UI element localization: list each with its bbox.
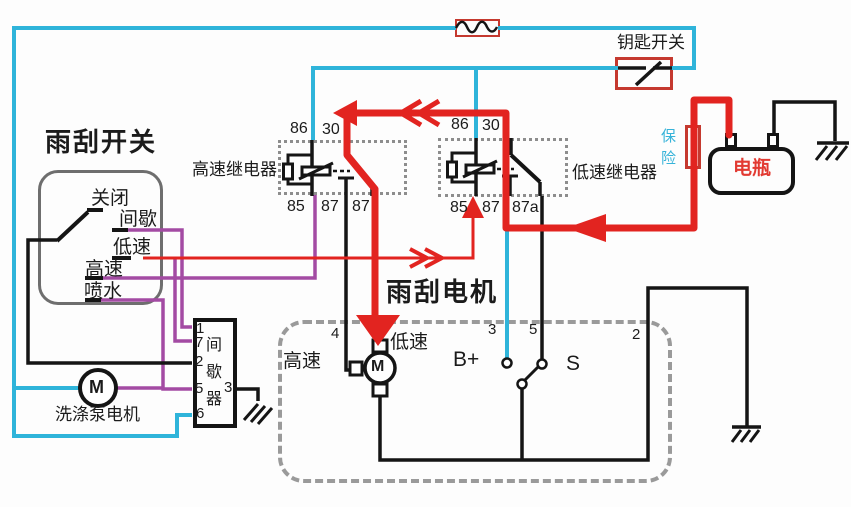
motor-bplus-label: B+	[453, 348, 480, 371]
relay-high-87b: 87	[352, 198, 370, 215]
park-switch-blade	[523, 365, 540, 382]
intermittent-ground-icon	[237, 387, 274, 425]
arrow-up-relay85	[462, 196, 484, 218]
relay-low-85: 85	[450, 199, 468, 216]
high-speed-relay-label: 高速继电器	[192, 160, 277, 179]
battery-ground-icon	[814, 141, 849, 161]
motor-pin-2: 2	[632, 326, 641, 343]
low-speed-control-line	[143, 216, 475, 269]
switch-pos-off: 关闭	[91, 188, 130, 209]
relay-low-87: 87	[482, 199, 500, 216]
purple-wires	[100, 195, 317, 391]
switch-pos-intermittent: 间歇	[119, 209, 158, 230]
low-speed-relay-internals	[446, 138, 542, 196]
red-current-path	[143, 96, 733, 346]
intermittent-pin-7: 7	[195, 334, 204, 351]
top-fuse-element	[454, 20, 499, 34]
relay-high-30: 30	[322, 121, 340, 138]
motor-s-label: S	[566, 352, 581, 375]
intermittent-unit-label: 间歇器	[206, 337, 223, 408]
intermittent-pin-5: 5	[195, 380, 204, 397]
intermittent-pin-2: 2	[195, 353, 204, 370]
arrow-chevron-1	[396, 98, 423, 128]
wiper-motor-symbol	[348, 338, 397, 398]
relay-high-85: 85	[287, 198, 305, 215]
wiper-switch-title: 雨刮开关	[45, 127, 158, 157]
key-switch-symbol	[618, 60, 672, 87]
fuse-label: 保险	[661, 128, 677, 167]
relay-low-86: 86	[451, 116, 469, 133]
motor-low-label: 低速	[390, 332, 429, 353]
motor-pin-5: 5	[529, 321, 538, 338]
bplus-terminal	[501, 357, 513, 369]
relay-high-87: 87	[321, 198, 339, 215]
switch-pos-low: 低速	[113, 237, 152, 258]
wiper-switch-lever	[55, 210, 90, 243]
motor-pin-3: 3	[488, 321, 497, 338]
battery-box	[708, 147, 795, 195]
motor-pin-4: 4	[331, 325, 340, 342]
black-wires	[26, 20, 849, 462]
motor-high-label: 高速	[283, 351, 322, 372]
intermittent-pin-3: 3	[224, 379, 233, 396]
low-speed-relay-label: 低速继电器	[572, 163, 657, 182]
wiper-motor-m: M	[371, 358, 385, 375]
battery-label: 电瓶	[733, 158, 772, 179]
key-switch-box	[615, 57, 673, 90]
washer-pump-label: 洗涤泵电机	[55, 405, 140, 424]
main-current-path	[343, 96, 733, 322]
relay-high-86: 86	[290, 120, 308, 137]
key-switch-label: 钥匙开关	[617, 33, 685, 52]
battery-negative-post	[767, 133, 779, 148]
cyan-wires	[12, 26, 696, 438]
intermittent-pin-6: 6	[196, 405, 205, 422]
washer-motor-circle	[78, 368, 118, 408]
high-speed-relay-box	[278, 140, 407, 195]
intermittent-pin-1: 1	[196, 320, 205, 337]
relay-low-30: 30	[482, 117, 500, 134]
relay-low-87a: 87a	[512, 199, 539, 216]
switch-pos-high: 高速	[85, 259, 124, 280]
switch-pos-wash: 喷水	[84, 281, 123, 302]
arrow-down-motor	[356, 315, 400, 346]
wiper-motor-title: 雨刮电机	[386, 277, 499, 307]
arrow-left-relay30	[333, 100, 357, 126]
arrow-chevron-2	[414, 98, 441, 128]
washer-motor-m: M	[89, 377, 104, 397]
wiper-switch-box	[38, 170, 163, 305]
wiper-motor-box	[278, 320, 672, 483]
arrow-left-feed	[566, 214, 606, 242]
motor-ground-icon	[730, 425, 761, 443]
intermittent-unit-box	[193, 318, 237, 428]
